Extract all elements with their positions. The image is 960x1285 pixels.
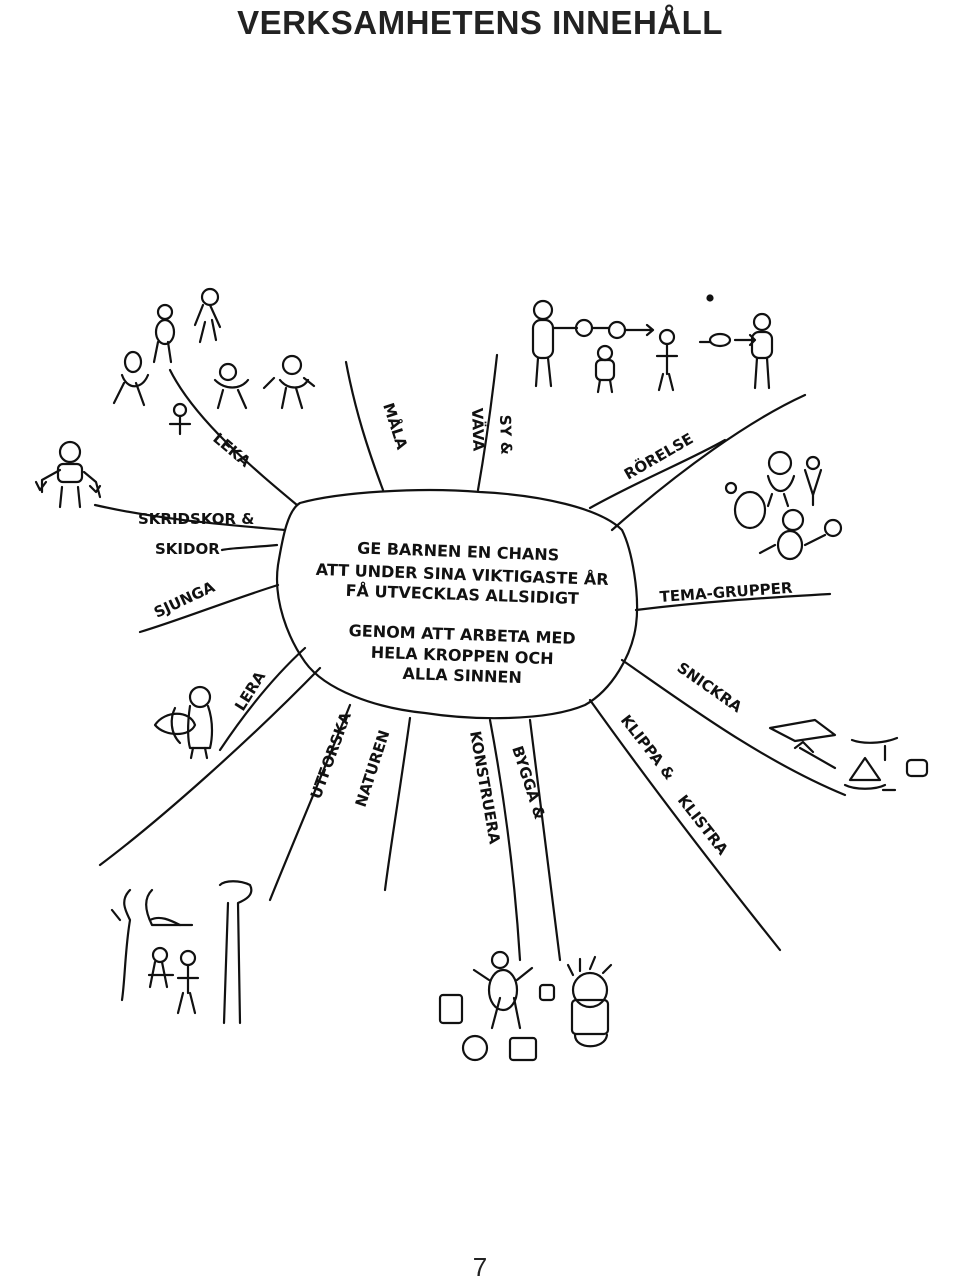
label-skidor: SKIDOR xyxy=(155,540,220,558)
center-blob xyxy=(276,488,639,720)
center-line-6: ALLA SINNEN xyxy=(402,664,522,687)
child-skiing-drawing xyxy=(34,440,102,509)
child-with-clay-drawing xyxy=(153,685,214,760)
spoke-lines xyxy=(93,353,847,962)
label-rorelse: RÖRELSE xyxy=(621,429,697,484)
children-nature-drawing xyxy=(110,880,253,1025)
label-naturen: NATUREN xyxy=(352,728,394,809)
spoke-skridskor xyxy=(93,503,287,532)
spoke-tema xyxy=(634,592,832,612)
spoke-lera xyxy=(218,646,307,752)
spoke-klippa xyxy=(588,698,782,952)
spoke-snickra xyxy=(620,658,847,797)
children-playing-drawing xyxy=(112,287,316,436)
page-title: VERKSAMHETENS INNEHÅLL xyxy=(237,4,723,41)
spoke-skidor xyxy=(220,543,279,552)
label-mala: MÅLA xyxy=(379,400,412,452)
spoke-mala xyxy=(344,360,385,492)
children-theme-group-drawing xyxy=(724,450,843,561)
woodwork-tools-drawing xyxy=(768,718,929,792)
spoke-leka xyxy=(168,368,299,507)
label-snickra: SNICKRA xyxy=(674,659,746,717)
spoke-konstruera xyxy=(488,718,522,962)
label-bygga: BYGGA & xyxy=(508,744,549,822)
label-klippa: KLIPPA & xyxy=(617,711,679,783)
page-number: 7 xyxy=(472,1252,488,1282)
spoke-utforska xyxy=(268,703,352,902)
spoke-naturen xyxy=(383,716,412,892)
center-line-1: GE BARNEN EN CHANS xyxy=(357,538,560,564)
spoke-rorelse-upper xyxy=(588,438,727,510)
label-vava: VÄVA xyxy=(468,407,489,451)
spoke-rorelse xyxy=(610,393,807,532)
label-utforska: UTFORSKA xyxy=(307,709,355,801)
label-sjunga: SJUNGA xyxy=(151,578,218,622)
spoke-bygga xyxy=(528,718,562,962)
spoke-sy-vava xyxy=(476,353,499,492)
children-ball-game-drawing xyxy=(531,294,774,394)
label-skridskor: SKRIDSKOR & xyxy=(138,510,254,528)
spoke-sjunga xyxy=(138,583,280,634)
label-leka: LEKA xyxy=(209,429,254,471)
label-sy: SY & xyxy=(496,415,515,456)
children-building-blocks-drawing xyxy=(438,950,613,1062)
spoke-lera-lower xyxy=(98,666,322,867)
center-line-5: HELA KROPPEN OCH xyxy=(370,643,553,668)
label-konstruera: KONSTRUERA xyxy=(466,730,504,846)
center-statement: GE BARNEN EN CHANS ATT UNDER SINA VIKTIG… xyxy=(315,538,608,687)
